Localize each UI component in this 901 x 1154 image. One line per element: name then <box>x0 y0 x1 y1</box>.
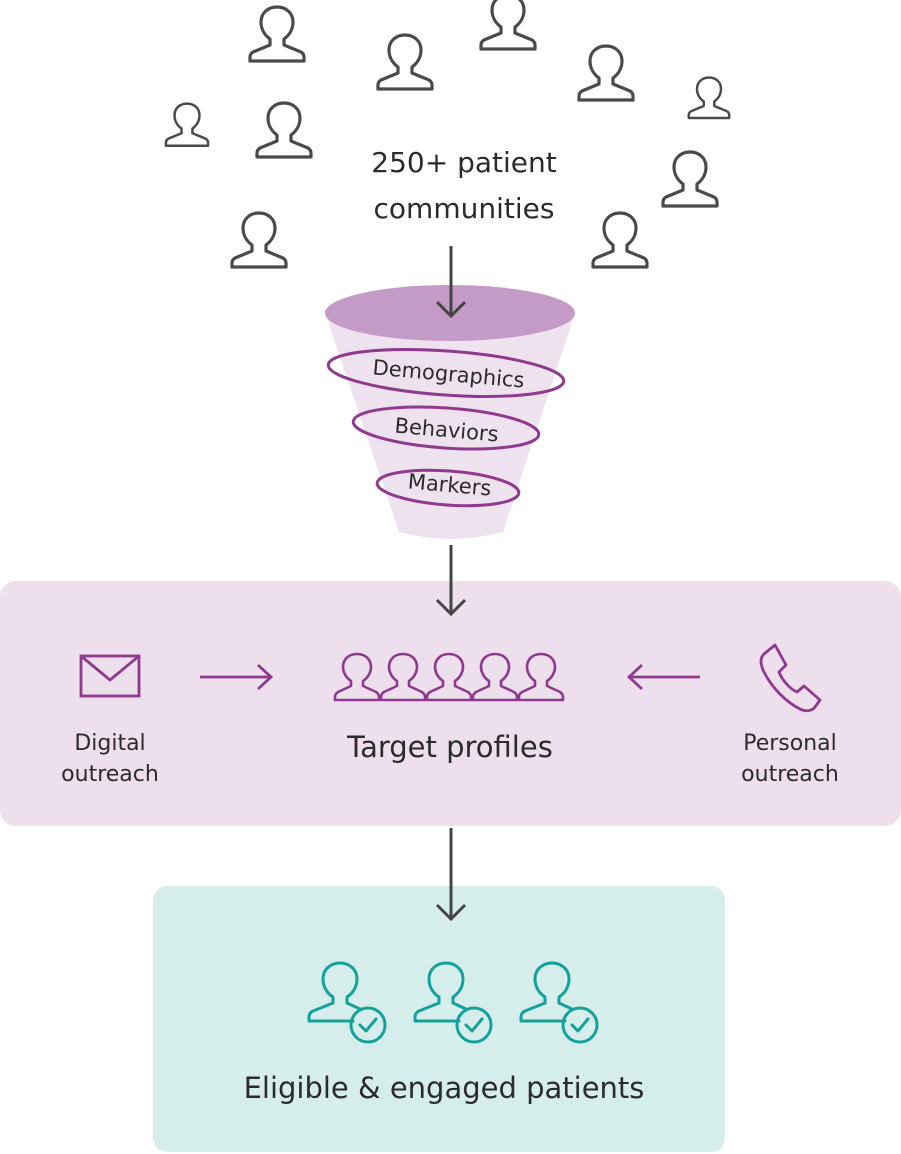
arrow-into-funnel-head <box>435 300 467 319</box>
person-outline-icon <box>230 211 288 269</box>
arrow-funnel-to-target-head <box>435 598 467 617</box>
source-label-line2: communities <box>374 192 555 225</box>
personal-outreach-label-line2: outreach <box>741 762 839 787</box>
arrow-target-to-result-head <box>435 903 467 922</box>
funnel-body <box>325 313 575 539</box>
digital-outreach-label-line2: outreach <box>61 762 159 787</box>
filter-ring-demographics <box>326 348 566 398</box>
person-outline-icon <box>661 150 719 208</box>
filter-ring-markers <box>375 468 521 508</box>
personal-outreach-arrow <box>626 663 700 691</box>
funnel: Demographics Behaviors Markers <box>325 285 575 539</box>
target-profiles-title: Target profiles <box>346 730 553 764</box>
person-outline-icon <box>591 211 649 269</box>
source-label-line1: 250+ patient <box>371 146 556 179</box>
patient-community-people <box>164 0 731 269</box>
digital-outreach-label-line1: Digital <box>74 731 145 756</box>
target-profiles-panel <box>0 581 901 826</box>
digital-outreach-arrow <box>200 663 274 691</box>
person-outline-icon <box>687 76 731 120</box>
eligible-patients-panel <box>153 886 725 1152</box>
eligible-patients-title: Eligible & engaged patients <box>244 1071 645 1105</box>
person-outline-icon <box>255 101 313 159</box>
phone-icon <box>759 643 822 713</box>
envelope-icon <box>79 654 141 698</box>
person-outline-icon <box>164 102 210 147</box>
person-outline-icon <box>376 33 434 91</box>
person-outline-icon <box>479 0 537 51</box>
person-outline-icon <box>577 44 635 102</box>
person-outline-icon <box>248 5 306 63</box>
filter-ring-behaviors <box>351 405 541 451</box>
personal-outreach-label-line1: Personal <box>743 731 837 756</box>
